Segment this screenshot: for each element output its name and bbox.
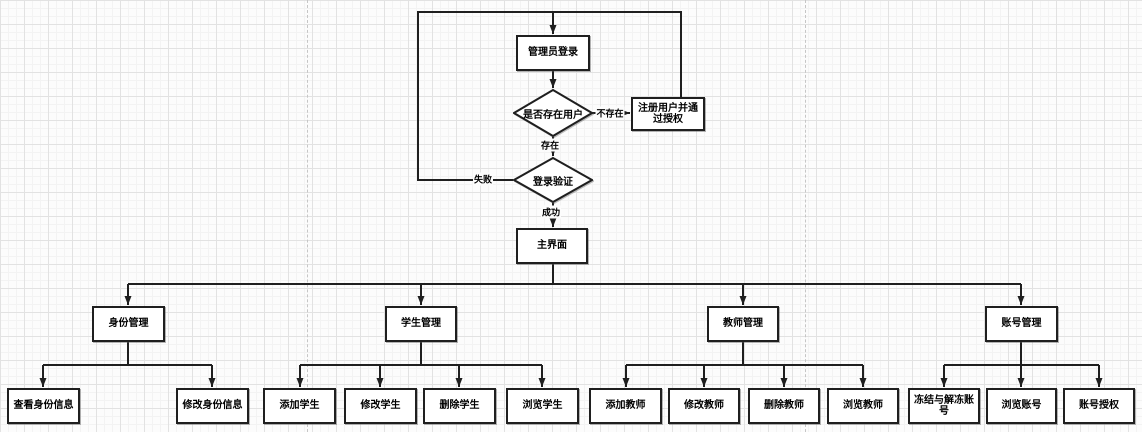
node-branch-teacher[interactable]: 教师管理 (707, 306, 779, 342)
node-leaf-browse-student[interactable]: 浏览学生 (506, 388, 579, 424)
node-leaf-delete-student[interactable]: 删除学生 (423, 388, 496, 424)
node-main-screen[interactable]: 主界面 (516, 228, 588, 264)
node-leaf-view-identity[interactable]: 查看身份信息 (7, 388, 80, 424)
edge-label-exists: 存在 (539, 138, 561, 152)
node-leaf-edit-student[interactable]: 修改学生 (344, 388, 417, 424)
node-leaf-browse-account[interactable]: 浏览账号 (986, 388, 1057, 424)
decision-user-exists-label: 是否存在用户 (523, 109, 583, 121)
decision-user-exists[interactable]: 是否存在用户 (513, 89, 593, 137)
node-leaf-authorize-account[interactable]: 账号授权 (1063, 388, 1135, 424)
node-leaf-edit-identity[interactable]: 修改身份信息 (176, 388, 249, 424)
edge-label-fail: 失败 (472, 172, 494, 186)
node-register-user[interactable]: 注册用户并通过授权 (631, 97, 705, 131)
node-leaf-edit-teacher[interactable]: 修改教师 (668, 388, 740, 424)
node-leaf-add-student[interactable]: 添加学生 (263, 388, 336, 424)
node-leaf-delete-teacher[interactable]: 删除教师 (748, 388, 820, 424)
node-leaf-add-teacher[interactable]: 添加教师 (589, 388, 662, 424)
node-branch-student[interactable]: 学生管理 (385, 306, 457, 342)
decision-login-verify[interactable]: 登录验证 (513, 157, 593, 203)
node-leaf-freeze-account[interactable]: 冻结与解冻账号 (908, 388, 980, 424)
decision-login-verify-label: 登录验证 (533, 176, 573, 188)
node-admin-login[interactable]: 管理员登录 (516, 35, 590, 71)
edge-fail-loop (417, 11, 682, 181)
edge-label-not-exists: 不存在 (595, 106, 625, 120)
edge-label-success: 成功 (540, 205, 562, 219)
node-leaf-browse-teacher[interactable]: 浏览教师 (827, 388, 899, 424)
node-branch-identity[interactable]: 身份管理 (92, 306, 165, 342)
page-break-line (805, 0, 806, 432)
node-branch-account[interactable]: 账号管理 (985, 306, 1058, 342)
page-break-line (307, 0, 308, 432)
